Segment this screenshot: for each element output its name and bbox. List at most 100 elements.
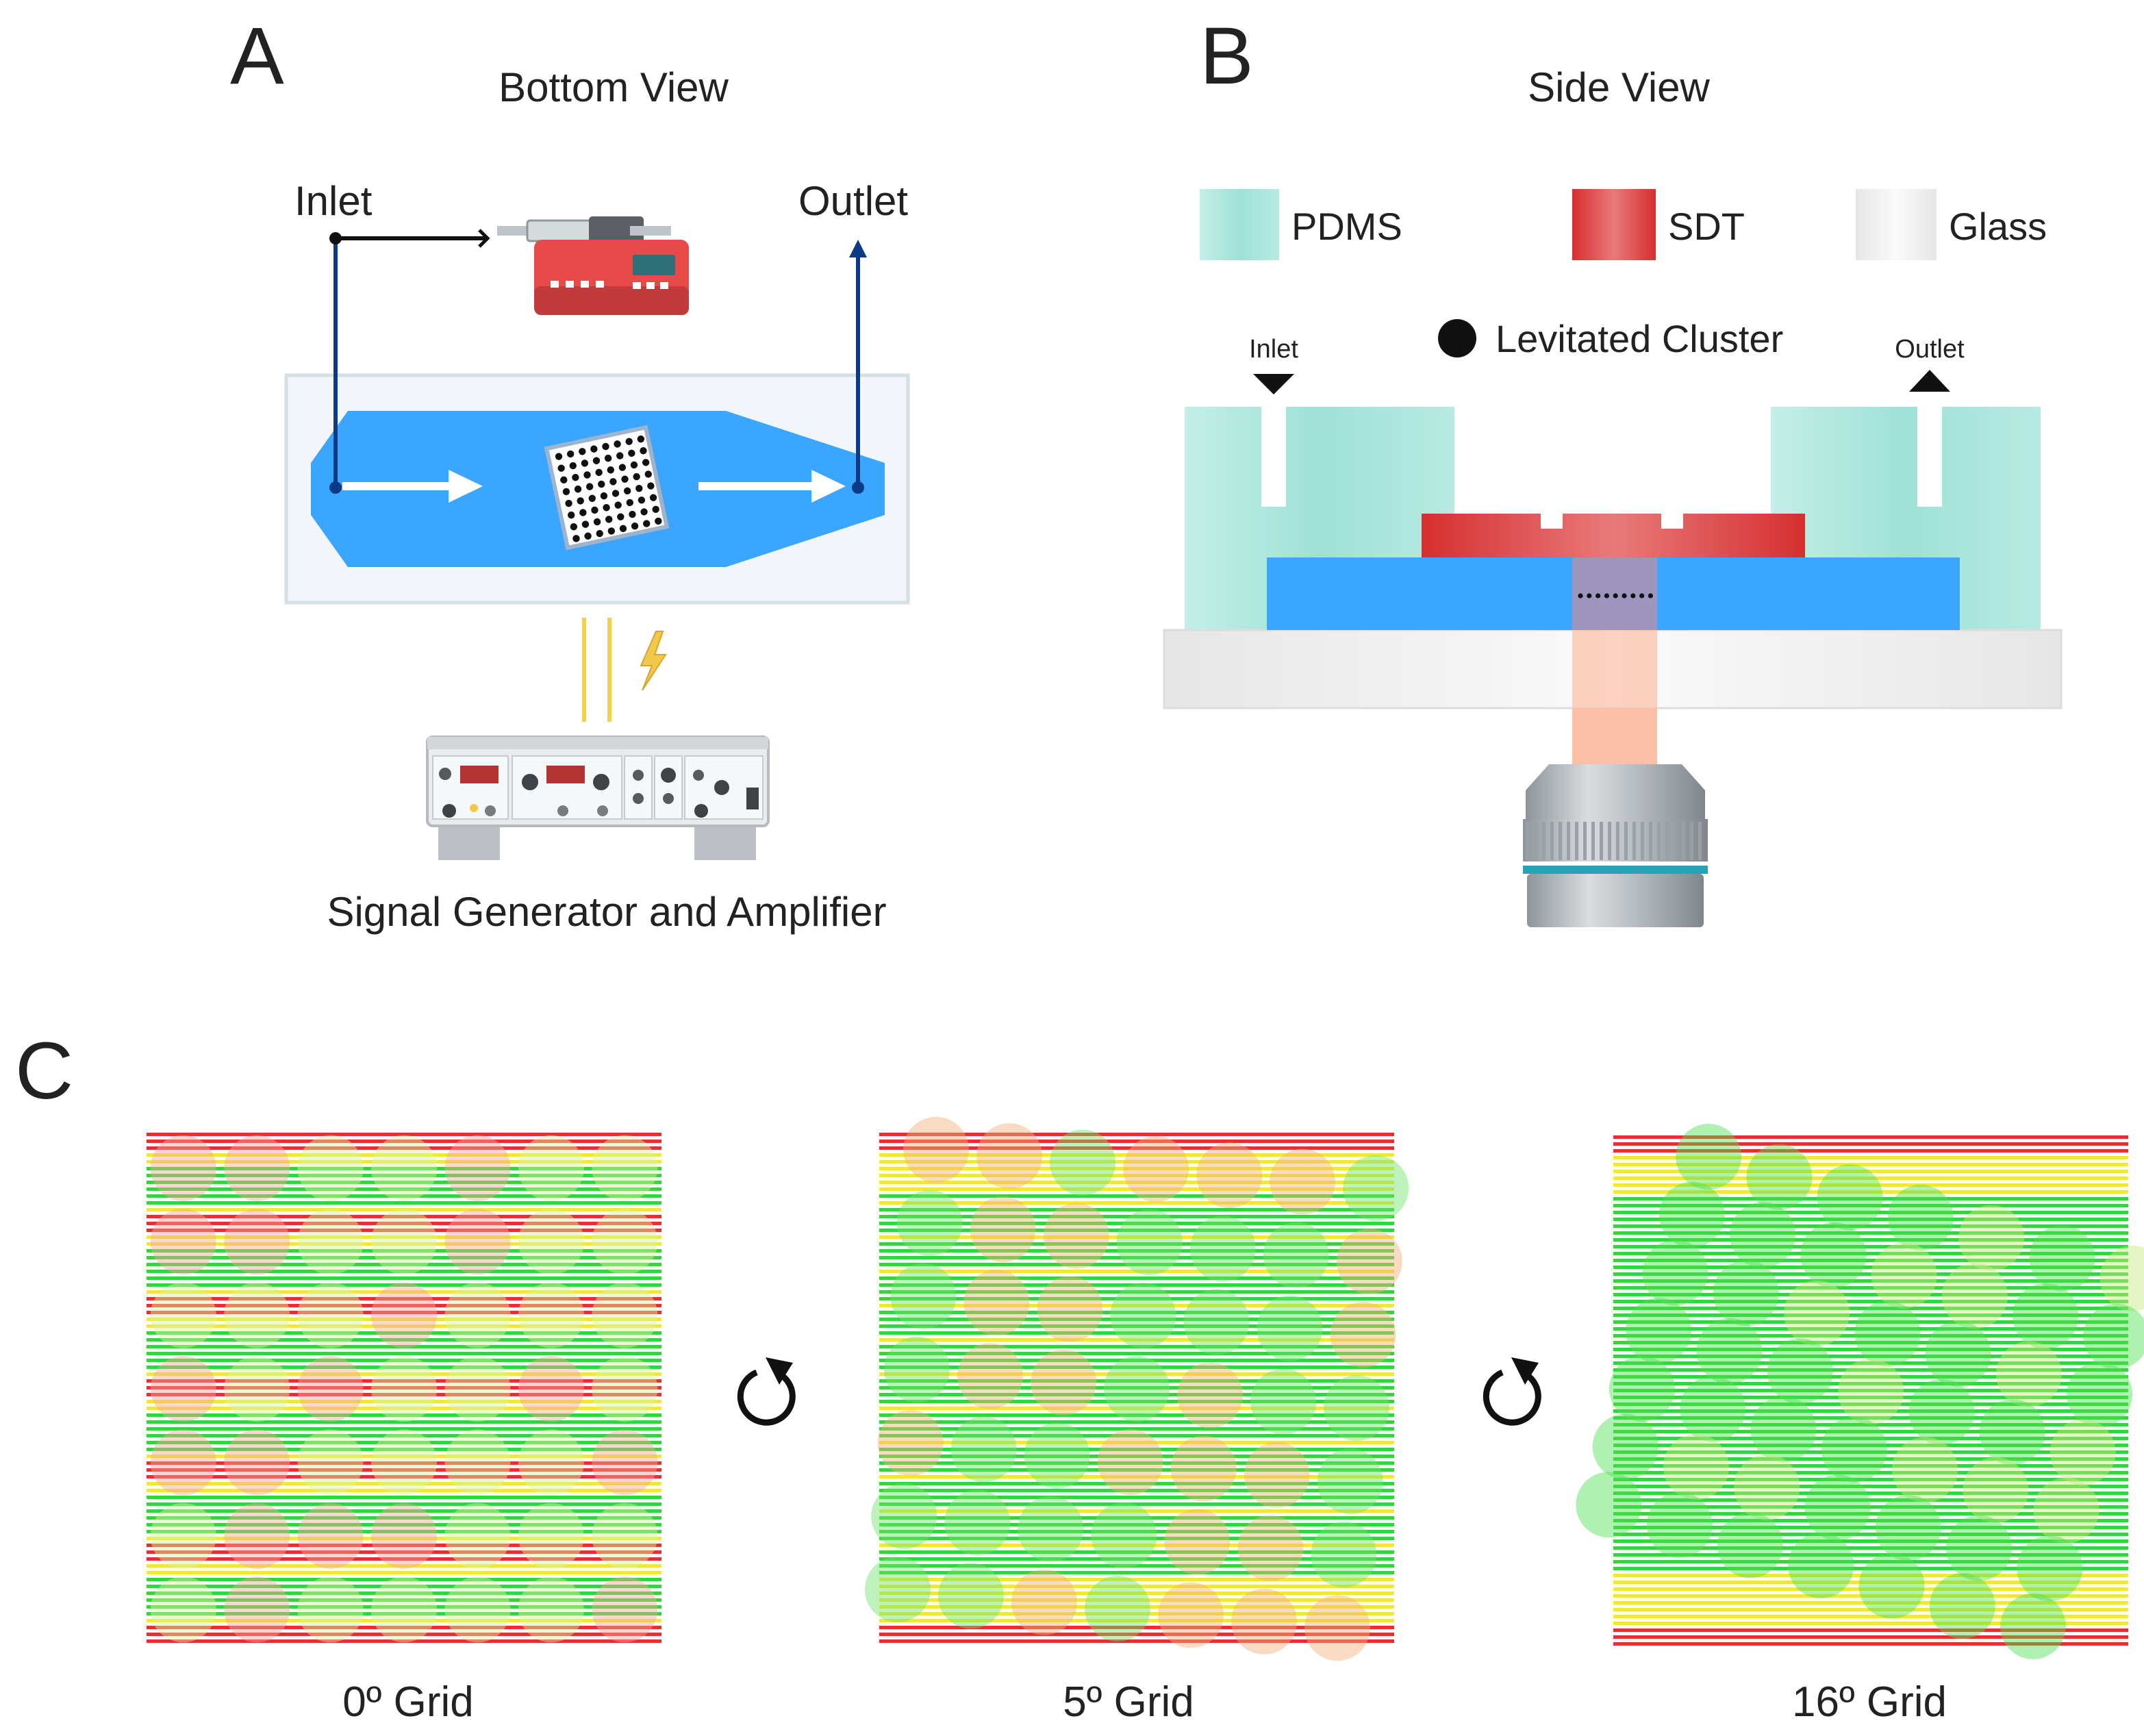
grid-line <box>879 1626 1394 1629</box>
grid-cluster-disc <box>224 1576 290 1643</box>
grid-line <box>1613 1553 2128 1557</box>
cluster-dot <box>616 452 624 460</box>
grid-line <box>147 1379 661 1383</box>
grid-line <box>1613 1272 2128 1276</box>
grid-line <box>1613 1204 2128 1207</box>
cluster-dot <box>584 532 592 540</box>
grid-cluster-disc <box>1659 1181 1725 1248</box>
cluster-dot <box>579 509 587 516</box>
grid-cluster-disc <box>937 1563 1004 1629</box>
cluster-dot <box>607 527 616 535</box>
grid-line <box>1613 1170 2128 1173</box>
cluster-dot <box>596 529 603 538</box>
grid-line <box>1613 1642 2128 1646</box>
grid-cluster-disc <box>1854 1300 1921 1367</box>
grid-cluster-disc <box>1091 1502 1157 1569</box>
cluster-dot <box>583 471 591 479</box>
grid-cluster-disc <box>371 1135 437 1201</box>
cluster-dot <box>631 522 639 530</box>
grid-cluster-disc <box>1979 1399 2045 1465</box>
grid-cluster-disc <box>1891 1437 1958 1503</box>
grid-cluster-disc <box>1676 1124 1742 1190</box>
grid-line <box>879 1290 1394 1294</box>
grid-line <box>879 1544 1394 1547</box>
grid-line <box>1613 1437 2128 1440</box>
lens-ridge <box>1534 822 1537 860</box>
cluster-dot <box>644 470 652 478</box>
panel-a-letter: A <box>230 11 284 101</box>
grid-line <box>879 1194 1394 1198</box>
grid-cluster-disc <box>1244 1442 1310 1508</box>
grid-line <box>1613 1245 2128 1248</box>
grid-line <box>1613 1389 2128 1392</box>
grid-line <box>147 1571 661 1574</box>
cluster-dot <box>574 486 582 493</box>
inlet-arrow-icon <box>1253 374 1294 394</box>
grid-line <box>879 1318 1394 1321</box>
inlet-hole <box>1261 407 1286 507</box>
cluster-dot <box>629 510 636 518</box>
grid-cluster-disc <box>518 1576 584 1643</box>
cluster-dot <box>593 518 601 526</box>
grid-cluster-disc <box>1734 1454 1800 1520</box>
cluster-dot <box>637 435 645 443</box>
lens-ridge <box>1550 822 1554 860</box>
grid-cluster-disc <box>1746 1144 1813 1210</box>
outlet-arrowhead <box>849 240 867 257</box>
cluster-dot <box>588 494 596 502</box>
grid-line <box>879 1427 1394 1431</box>
grid-cluster-disc <box>864 1556 931 1622</box>
grid-line <box>147 1427 661 1431</box>
outlet-hole <box>1917 407 1942 507</box>
outlet-port <box>852 481 864 494</box>
grid-cluster-disc <box>518 1135 584 1201</box>
grid-line <box>879 1516 1394 1520</box>
grid-cluster-disc <box>224 1209 290 1275</box>
imaging-beam-lower <box>1572 708 1657 767</box>
grid-cluster-disc <box>877 1409 944 1476</box>
grid-cluster-disc <box>957 1343 1023 1409</box>
grid-cluster-disc <box>2067 1361 2133 1428</box>
cluster-dot <box>623 487 631 495</box>
grid-line <box>147 1605 661 1609</box>
grid-line <box>1613 1197 2128 1200</box>
outlet-label-b: Outlet <box>1895 335 1965 364</box>
grid-cluster-disc <box>1929 1573 1995 1639</box>
grid-cluster-disc <box>1123 1135 1189 1202</box>
grid-line <box>1613 1409 2128 1413</box>
grid-cluster-disc <box>297 1429 364 1496</box>
grid-line <box>1613 1163 2128 1166</box>
grid-cluster-disc <box>1037 1276 1103 1342</box>
grid-line <box>147 1222 661 1225</box>
grid-line <box>879 1324 1394 1328</box>
grid-line <box>879 1639 1394 1643</box>
grid-line <box>1613 1320 2128 1324</box>
grid-line <box>147 1229 661 1232</box>
cluster-dot <box>642 459 650 466</box>
grid-line <box>147 1366 661 1369</box>
grid-line <box>1613 1457 2128 1461</box>
grid-line <box>879 1283 1394 1287</box>
grid-line <box>147 1496 661 1499</box>
cluster-dot <box>577 497 584 505</box>
grid-cluster-disc <box>1196 1142 1263 1209</box>
pump-tubing-tip <box>478 229 490 248</box>
grid-line <box>147 1441 661 1444</box>
grid-line <box>1613 1581 2128 1584</box>
lens-ridge <box>1657 822 1661 860</box>
cluster-grid-square <box>544 425 670 551</box>
grid-cluster-disc <box>1084 1576 1150 1642</box>
grid-line <box>1613 1300 2128 1303</box>
grid-line <box>147 1502 661 1506</box>
cluster-dot <box>647 482 655 490</box>
grid-cluster-disc <box>1887 1184 1954 1250</box>
grid-line <box>147 1201 661 1205</box>
side-cluster-dot <box>1639 593 1645 599</box>
cluster-dot <box>611 490 620 497</box>
grid-cluster-disc <box>976 1123 1043 1190</box>
legend-pdms: PDMS <box>1200 189 1402 260</box>
grid-cluster-disc <box>1304 1595 1370 1661</box>
grid-line <box>879 1229 1394 1232</box>
cluster-dot <box>581 520 590 528</box>
